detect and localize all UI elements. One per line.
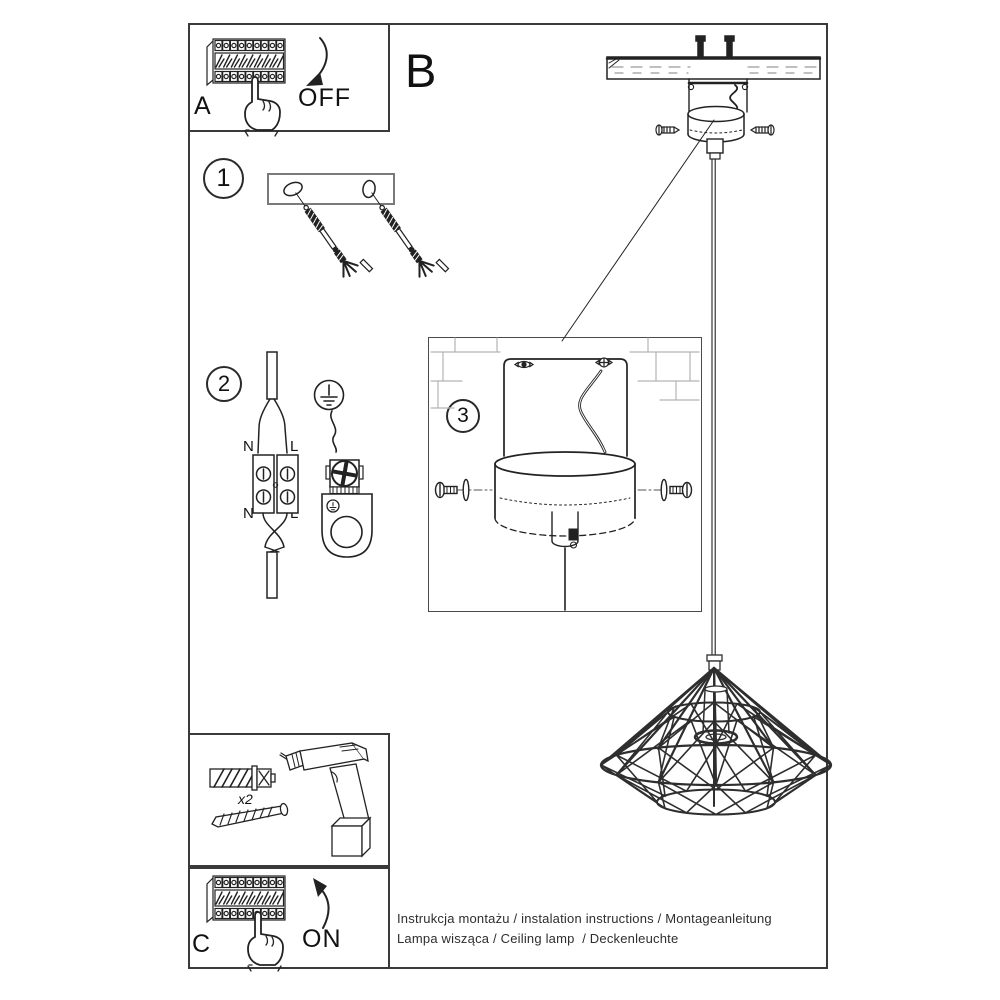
panel-b-label: B [405,44,437,97]
live-label-bottom: L [290,505,299,522]
step-1-badge: 1 [203,158,244,199]
footer-instructions-line: Instrukcja montażu / instalation instruc… [397,911,772,926]
panel-c-label: C [192,930,211,958]
neutral-label-bottom: N [243,505,254,522]
step-2-badge: 2 [206,366,242,402]
power-on-step-box [188,865,390,969]
off-label: OFF [298,84,351,112]
step-3-badge: 3 [446,399,480,433]
panel-a-label: A [194,92,211,120]
footer-product-line: Lampa wisząca / Ceiling lamp / Deckenleu… [397,931,679,946]
step-3-number: 3 [457,404,469,427]
canopy-detail-box [428,337,702,612]
on-label: ON [302,925,342,953]
neutral-label-top: N [243,438,254,455]
tools-box [188,733,390,869]
step-2-number: 2 [217,371,231,396]
anchor-quantity-label: x2 [238,791,253,807]
sheet-border [188,23,828,969]
step-1-number: 1 [216,164,231,192]
live-label-top: L [290,438,299,455]
power-off-step-box [188,23,390,132]
